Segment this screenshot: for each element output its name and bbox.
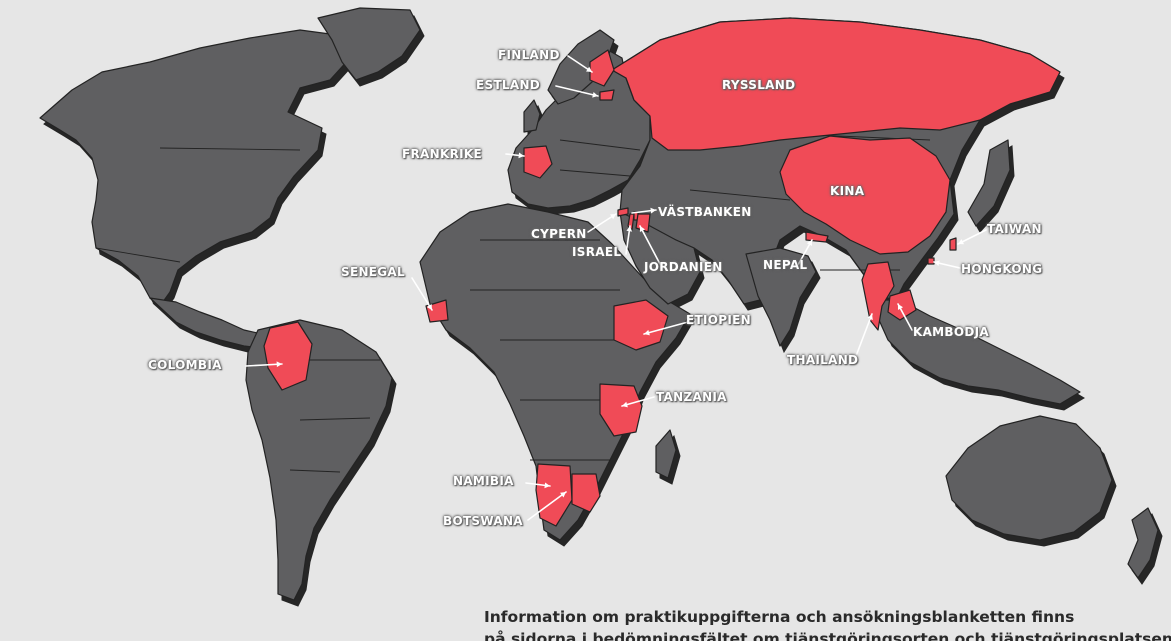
- label-finland: FINLAND: [498, 48, 560, 62]
- border-line: [289, 469, 341, 473]
- arrow: [505, 152, 525, 159]
- highlight-china: [779, 135, 951, 255]
- india: [745, 247, 817, 347]
- info-line-2: på sidorna i bedömningsfältet om tjänstg…: [484, 630, 1171, 641]
- highlight-france: [523, 145, 553, 179]
- arrow: [527, 491, 567, 521]
- africa: [419, 203, 691, 541]
- label-etiopien: ETIOPIEN: [686, 313, 751, 327]
- arabia: [619, 211, 701, 305]
- info-line-1: Information om praktikuppgifterna och an…: [484, 608, 1075, 626]
- scandinavia: [547, 29, 615, 105]
- border-line: [159, 147, 301, 151]
- highlight-botswana: [571, 473, 601, 513]
- label-taiwan: TAIWAN: [987, 222, 1042, 236]
- arrow: [625, 225, 633, 255]
- arrow: [957, 229, 987, 245]
- border-line: [299, 417, 371, 421]
- arrow: [631, 207, 657, 214]
- arrow: [897, 303, 913, 331]
- label-tanzania: TANZANIA: [656, 390, 727, 404]
- label-ryssland: RYSSLAND: [722, 78, 796, 92]
- highlight-namibia: [535, 463, 573, 527]
- border-line: [95, 247, 181, 263]
- highlight-hong-kong: [927, 257, 935, 265]
- arrow: [639, 225, 661, 265]
- label-arrows: [245, 55, 987, 521]
- label-thailand: THAILAND: [787, 353, 859, 367]
- arrow: [525, 482, 551, 489]
- label-frankrike: FRANKRIKE: [402, 147, 482, 161]
- highlight-thailand: [861, 261, 895, 331]
- label-colombia: COLOMBIA: [148, 358, 222, 372]
- arrow: [933, 260, 961, 269]
- highlight-estonia: [599, 89, 615, 101]
- border-line: [559, 139, 641, 151]
- info-text: Information om praktikuppgifterna och an…: [484, 606, 1171, 641]
- label-nepal: NEPAL: [763, 258, 808, 272]
- highlight-cyprus: [617, 207, 629, 217]
- label-hongkong: HONGKONG: [961, 262, 1043, 276]
- border-line: [559, 169, 631, 177]
- highlight-taiwan: [949, 237, 957, 251]
- new-zealand: [1127, 507, 1159, 579]
- label-jordanien: JORDANIEN: [644, 260, 723, 274]
- border-line: [689, 189, 791, 201]
- japan: [967, 139, 1011, 227]
- madagascar: [655, 429, 677, 479]
- highlight-ethiopia: [613, 299, 669, 351]
- label-israel: ISRAEL: [572, 245, 622, 259]
- arrow: [555, 85, 599, 98]
- highlight-russia: [611, 17, 1061, 151]
- label-estland: ESTLAND: [476, 78, 541, 92]
- label-senegal: SENEGAL: [341, 265, 405, 279]
- arrow: [621, 396, 655, 408]
- arrow: [567, 55, 593, 73]
- label-kina: KINA: [830, 184, 865, 198]
- arrow: [245, 361, 283, 368]
- highlight-jordan: [635, 213, 651, 233]
- label-namibia: NAMIBIA: [453, 474, 514, 488]
- highlight-finland: [589, 49, 615, 87]
- highlight-cambodia: [887, 289, 917, 321]
- label-kambodja: KAMBODJA: [913, 325, 989, 339]
- arrow: [587, 213, 617, 233]
- highlight-colombia: [263, 321, 313, 391]
- label-cypern: CYPERN: [531, 227, 587, 241]
- label-botswana: BOTSWANA: [443, 514, 523, 528]
- uk: [523, 99, 541, 133]
- greenland: [317, 7, 421, 81]
- north-america: [39, 29, 351, 307]
- australia: [945, 415, 1113, 541]
- arrow: [797, 239, 813, 266]
- highlight-tanzania: [599, 383, 643, 437]
- highlighted-countries: [263, 17, 1061, 527]
- southeast-asia: [869, 299, 1081, 405]
- arrow: [643, 321, 689, 336]
- label-vastbanken: VÄSTBANKEN: [658, 205, 752, 219]
- arrow: [855, 313, 873, 357]
- arrow: [411, 277, 433, 311]
